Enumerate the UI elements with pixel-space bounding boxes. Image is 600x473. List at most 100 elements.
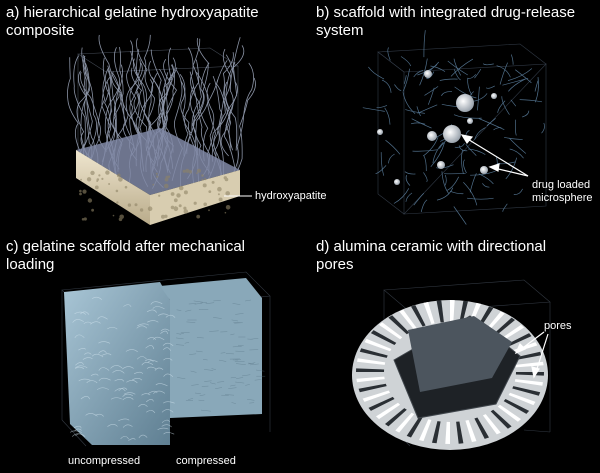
scaffold-ridge [107,326,118,330]
scaffold-ridge [90,373,99,376]
network-fiber [513,188,523,195]
radial-pore [368,396,395,411]
network-fiber [423,30,426,58]
ha-pore [208,190,212,194]
scaffold-ridge [122,393,133,397]
fiber-strand [220,54,238,157]
panel-d-title: d) alumina ceramic with directional pore… [316,238,546,274]
radial-pore [376,402,401,420]
fiber-strand [67,57,84,158]
network-fiber [467,197,494,200]
scaffold-ridge [128,438,136,441]
scaffold-ridge [78,348,86,351]
panel-c-image [61,271,271,447]
panel-b-label-line1: drug loaded [532,179,591,191]
network-fiber [496,65,511,78]
scaffold-ridge [136,325,148,329]
ha-pore [217,193,220,196]
network-fiber [387,47,391,61]
radial-pore [358,383,387,393]
ha-pore [152,183,155,186]
ha-pore [201,174,204,177]
panel-d-image [352,279,551,450]
panel-d-label-arrows [514,331,549,379]
compressed-ridge [242,374,251,377]
panel-d-inner-texture [408,316,512,392]
scaffold-ridge [162,347,171,351]
network-fiber [444,172,466,175]
panel-b-bounding-box [377,43,547,215]
compressed-ridge [245,299,252,302]
ha-pore [178,185,184,191]
compressed-ridge [231,319,239,322]
radial-pore [493,317,515,336]
ha-pore [106,171,109,174]
compressed-ridge [218,359,227,362]
network-fiber [468,148,486,155]
panel-a-ha-texture [79,168,231,222]
scaffold-ridge [141,362,154,366]
ha-pore [183,206,187,210]
compressed-ridge [189,353,197,355]
scaffold-ridge [146,410,156,414]
radial-pore [450,300,455,323]
ha-pore [174,206,177,209]
network-fiber [403,75,407,85]
ha-pore [96,180,99,182]
network-fiber [416,106,421,117]
compressed-ridge [205,302,215,304]
ha-pore [124,185,128,189]
panel-d-label-pores: pores [544,320,572,332]
radial-pore [515,361,544,368]
scaffold-ridge [110,365,123,369]
panel-c-title-line2: loading [6,256,55,273]
panel-b-title-line1: b) scaffold with integrated drug-release [316,4,576,21]
scaffold-ridge [74,311,87,315]
network-fiber [423,155,427,172]
panel-b-title-line2: system [316,22,364,39]
network-fiber [478,118,505,131]
compressed-ridge [175,337,184,340]
ha-pore [119,214,124,220]
network-fiber [436,187,454,201]
compressed-ridge [193,300,203,303]
network-fiber [411,118,432,129]
ha-pore [196,172,198,175]
network-fiber [463,182,478,206]
radial-pore [370,330,397,345]
radial-pore [356,368,385,372]
network-fiber [474,127,486,140]
compressed-ridge [194,392,201,394]
ha-pore [173,198,178,203]
network-fiber [405,109,425,114]
compressed-ridge [209,330,219,332]
panel-d-title-line1: d) alumina ceramic with directional [316,238,547,255]
scaffold-ridge [153,336,165,341]
ha-pore [165,175,169,179]
network-fiber [420,199,428,213]
network-fiber [493,127,502,131]
compressed-ridge [185,309,192,312]
scaffold-ridge [74,334,85,338]
scaffold-ridge [98,367,110,371]
ha-pore [197,168,201,173]
scaffold-ridge [154,367,164,371]
ha-pore [127,203,132,207]
network-fiber [508,78,526,92]
panel-b-label-arrows [460,134,529,177]
compressed-ridge [228,387,237,389]
ha-pore [118,177,123,182]
compressed-ridge [247,399,255,401]
scaffold-ridge [162,342,174,347]
compressed-ridge [176,333,182,335]
radial-pore [362,390,390,402]
scaffold-ridge [160,330,168,335]
ha-pore [164,214,168,218]
scaffold-ridge [118,387,128,392]
radial-pore [465,420,477,442]
scaffold-ridge [98,350,107,354]
radial-pore [474,417,489,439]
network-fiber [404,171,416,175]
scaffold-ridge [91,353,104,358]
fiber-strand [233,62,254,173]
